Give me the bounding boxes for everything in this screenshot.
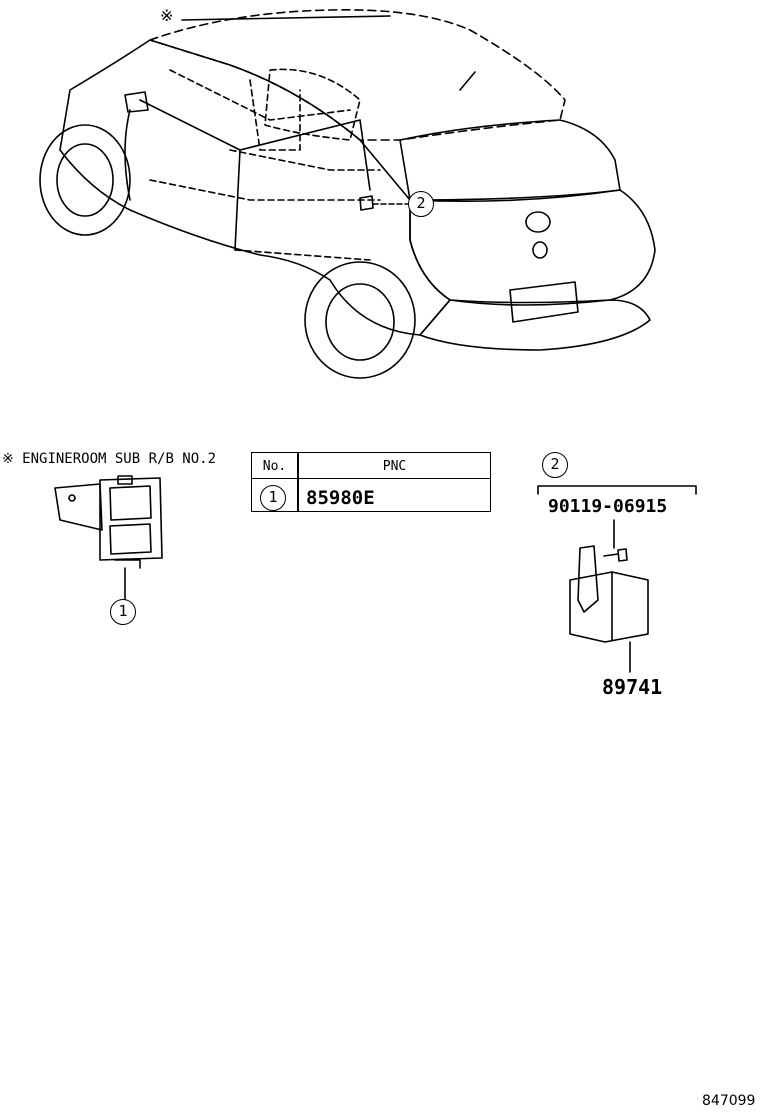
illustration-id: 847099 — [702, 1093, 756, 1109]
parts-illustration — [54, 475, 697, 673]
pnc-table: No. PNC 1 85980E — [251, 452, 491, 512]
bolt-part-number: 90119-06915 — [548, 496, 668, 517]
callout-2-group: 2 — [542, 452, 568, 478]
module-part-number: 89741 — [602, 675, 663, 699]
reference-mark: ※ — [160, 6, 174, 25]
column-divider — [297, 453, 299, 511]
table-header — [252, 453, 490, 479]
vehicle-diagram — [39, 9, 656, 379]
row-number: 1 — [260, 485, 286, 511]
row-pnc: 85980E — [306, 487, 375, 509]
callout-2-vehicle: 2 — [408, 191, 434, 217]
engineroom-sub-rb-label: ※ ENGINEROOM SUB R/B NO.2 — [2, 451, 217, 467]
callout-1-sub-rb: 1 — [110, 599, 136, 625]
header-pnc: PNC — [382, 459, 407, 474]
header-no: No. — [262, 459, 287, 474]
